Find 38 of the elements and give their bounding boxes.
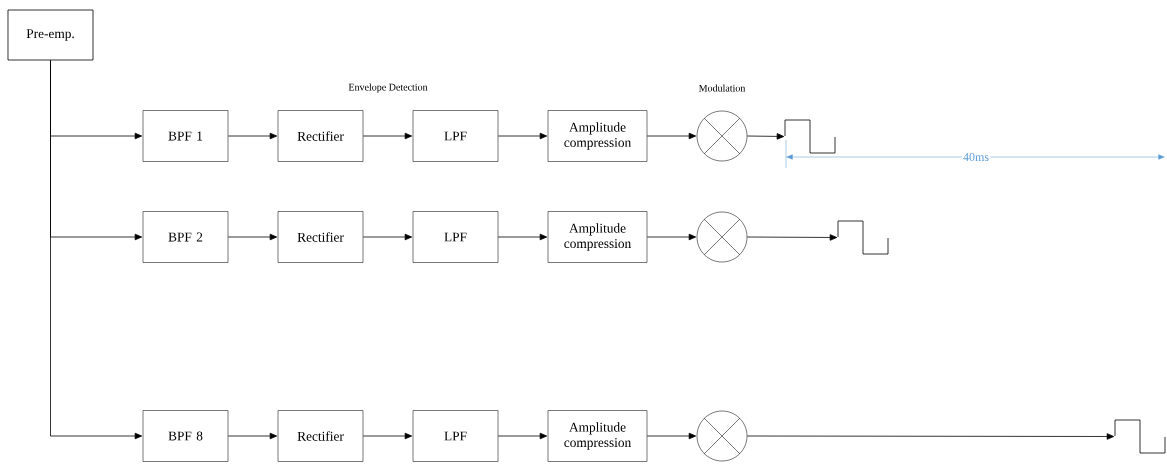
section-label: Envelope Detection (348, 83, 428, 93)
process-box: Rectifier (277, 410, 364, 462)
process-box: LPF (412, 211, 499, 263)
arrow (646, 432, 697, 440)
process-box: Amplitude compression (547, 110, 648, 162)
pulse-waveform (837, 220, 889, 255)
arrow (362, 132, 413, 140)
process-box: BPF 8 (142, 410, 229, 462)
process-box: BPF 2 (142, 211, 229, 263)
pulse-waveform (1114, 419, 1166, 454)
arrow (646, 132, 697, 140)
process-box: LPF (412, 410, 499, 462)
process-box: Pre-emp. (7, 9, 94, 61)
arrow (227, 432, 278, 440)
arrow (362, 233, 413, 241)
process-box: Amplitude compression (547, 410, 648, 462)
section-label: Modulation (698, 84, 746, 92)
process-box: LPF (412, 110, 499, 162)
process-box: Amplitude compression (547, 211, 648, 263)
arrow (497, 432, 548, 440)
arrow (362, 432, 413, 440)
arrow (646, 233, 697, 241)
multiplier-symbol (696, 410, 748, 462)
pulse-waveform (784, 119, 836, 154)
multiplier-symbol (696, 211, 748, 263)
arrow (746, 234, 838, 241)
arrow (746, 133, 785, 140)
arrow (746, 433, 1115, 440)
arrow (497, 233, 548, 241)
arrow (227, 132, 278, 140)
arrow (227, 233, 278, 241)
process-box: BPF 1 (142, 110, 229, 162)
multiplier-symbol (696, 110, 748, 162)
dimension-label: 40ms (961, 151, 991, 163)
arrow (497, 132, 548, 140)
process-box: Rectifier (277, 110, 364, 162)
process-box: Rectifier (277, 211, 364, 263)
arrow (50, 60, 143, 440)
